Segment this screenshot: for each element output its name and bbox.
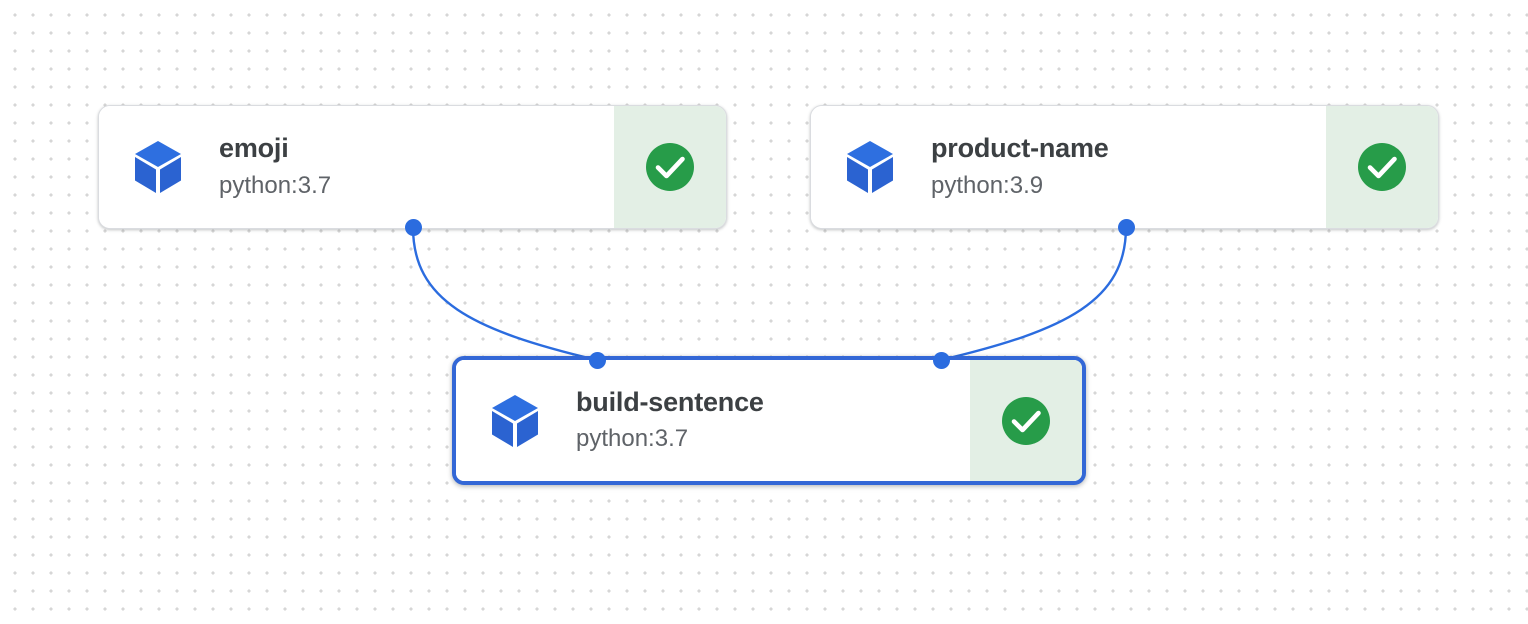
cube-icon [492,394,538,447]
node-title: build-sentence [576,386,764,417]
port-build-sentence-input-1[interactable] [588,351,606,369]
cube-icon [847,141,893,193]
check-circle-icon [1358,143,1406,191]
port-build-sentence-input-2[interactable] [932,351,950,369]
node-product-name[interactable]: product-name python:3.9 [810,105,1439,229]
node-emoji-text: emoji python:3.7 [219,133,331,200]
check-circle-icon [1002,396,1050,445]
node-subtitle: python:3.7 [219,171,332,199]
node-product-name-body: product-name python:3.9 [811,106,1326,228]
node-title: product-name [931,133,1109,164]
port-product-name-output[interactable] [1117,218,1135,236]
check-circle-icon [646,143,694,191]
node-title: emoji [219,133,289,164]
node-build-sentence-text: build-sentence python:3.7 [576,387,764,454]
node-emoji-body: emoji python:3.7 [99,106,614,228]
edge-product-name-to-build-sentence [939,225,1128,362]
node-product-name-status [1326,106,1438,228]
node-emoji[interactable]: emoji python:3.7 [98,105,727,229]
node-product-name-text: product-name python:3.9 [931,133,1109,200]
node-build-sentence-status [970,360,1082,481]
cube-icon [135,141,181,193]
node-emoji-status [614,106,726,228]
port-emoji-output[interactable] [404,218,422,236]
node-subtitle: python:3.9 [931,171,1044,199]
node-subtitle: python:3.7 [576,425,689,453]
node-build-sentence[interactable]: build-sentence python:3.7 [452,356,1086,485]
edge-emoji-to-build-sentence [411,225,599,362]
node-build-sentence-body: build-sentence python:3.7 [456,360,970,481]
